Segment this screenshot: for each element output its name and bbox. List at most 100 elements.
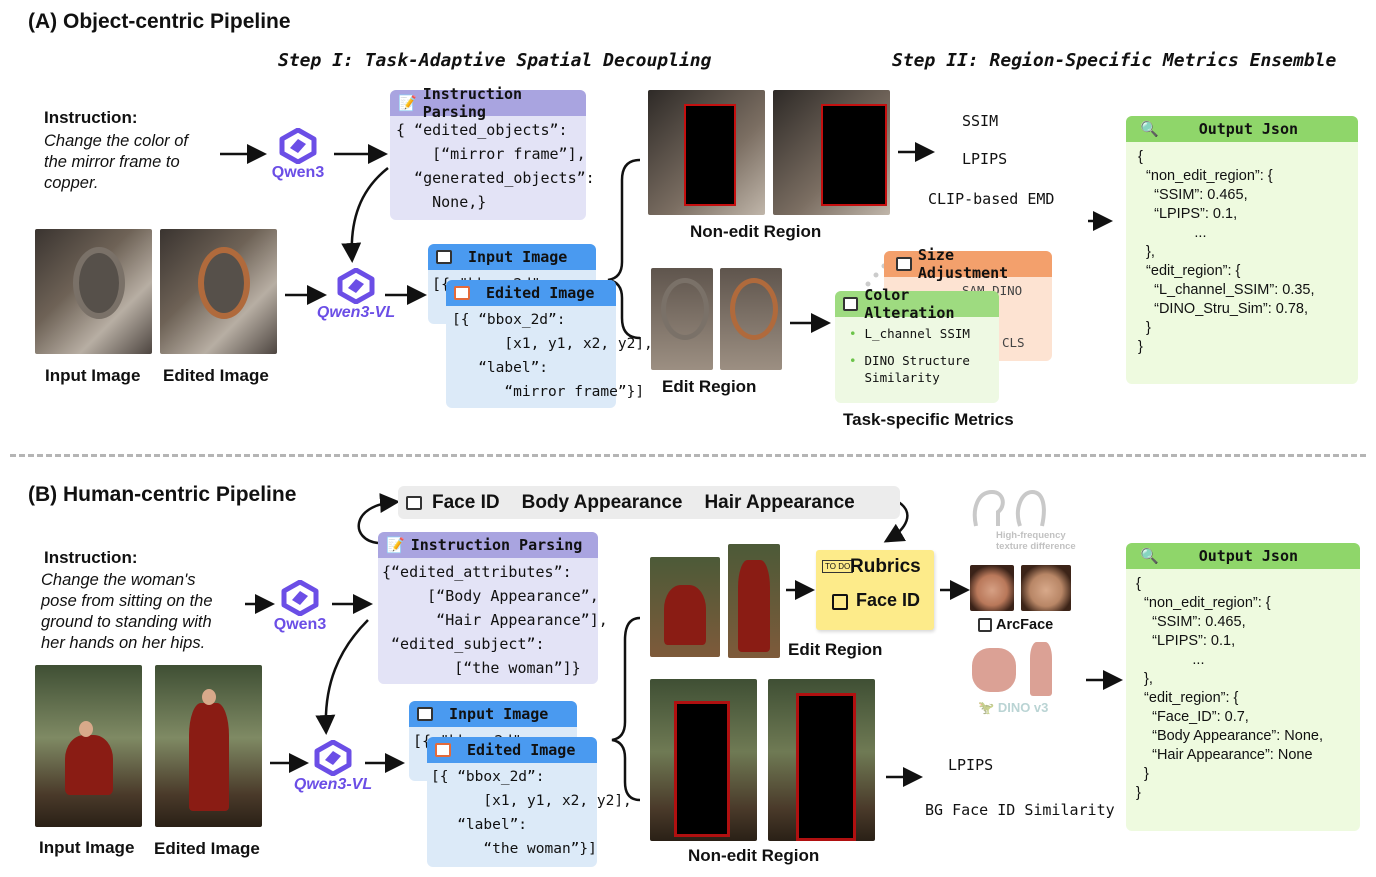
- input-card-title-a: Input Image: [468, 248, 568, 266]
- notepad-icon: 📝: [386, 536, 405, 554]
- size-card-line-2: CLS: [1002, 335, 1025, 350]
- edit-region-label-a: Edit Region: [662, 377, 757, 396]
- edited-image-label-a: Edited Image: [163, 366, 269, 385]
- task-metrics-label: Task-specific Metrics: [843, 410, 1014, 429]
- color-alteration-card: Color Alteration •L_channel SSIM •DINO S…: [835, 286, 999, 403]
- dino-label-group: 🦖 DINO v3: [978, 700, 1048, 716]
- non-edit-image-2-a: [773, 90, 890, 215]
- output-json-card-b: 🔍 Output Json { “non_edit_region”: { “SS…: [1126, 543, 1360, 831]
- dino-icon: 🦖: [978, 700, 995, 715]
- todo-icon: TO DO: [822, 560, 854, 573]
- magnifier-icon: 🔍: [1140, 547, 1159, 565]
- output-json-text-b: { “non_edit_region”: { “SSIM”: 0.465, “L…: [1136, 576, 1323, 801]
- edit-crop-1-a: [651, 268, 713, 370]
- instruction-heading-b: Instruction:: [44, 548, 138, 567]
- magnifier-icon: 🔍: [1140, 120, 1159, 138]
- parsing-title-b: Instruction Parsing: [410, 536, 583, 554]
- metric-lpips-b: LPIPS: [948, 756, 994, 774]
- size-card-title: Size Adjustment: [917, 246, 1009, 282]
- color-card-items: •L_channel SSIM •DINO Structure Similari…: [849, 326, 970, 385]
- color-card-title: Color Alteration: [864, 286, 955, 322]
- input-card-title-b: Input Image: [449, 705, 549, 723]
- image-icon: [436, 250, 452, 264]
- instruction-heading-a: Instruction:: [44, 108, 138, 127]
- output-json-card-a: 🔍 Output Json { “non_edit_region”: { “SS…: [1126, 116, 1358, 384]
- edited-image-card-a: Edited Image [{ “bbox_2d”: [x1, y1, x2, …: [446, 280, 653, 408]
- attr-face-id: Face ID: [432, 491, 500, 513]
- instruction-text-a: Change the color of the mirror frame to …: [44, 132, 189, 192]
- step1-title: Step I: Task-Adaptive Spatial Decoupling: [278, 50, 712, 71]
- input-image-label-b: Input Image: [39, 838, 135, 857]
- edited-image-a: [160, 229, 277, 354]
- face-crop-1: [970, 565, 1014, 611]
- arrow-parsing-to-qwenvl-b: [315, 619, 369, 735]
- non-edit-image-1-a: [648, 90, 765, 215]
- dino-group: 🦖 DINO v3: [970, 640, 1070, 716]
- rubrics-item: Face ID: [856, 590, 921, 610]
- qwen3-logo-b: Qwen3: [270, 580, 330, 634]
- arcface-label-group: ArcFace: [978, 617, 1053, 633]
- face-scan-icon: [978, 618, 992, 632]
- parsing-code-a: { “edited_objects”: [“mirror frame”], “g…: [396, 121, 595, 211]
- arcface-label: ArcFace: [996, 617, 1054, 633]
- edit-region-label-b: Edit Region: [788, 640, 883, 659]
- edited-image-b: [155, 665, 262, 827]
- arrow-parsing-to-bar-b: [357, 493, 400, 545]
- instruction-text-b: Change the woman's pose from sitting on …: [41, 571, 213, 652]
- instruction-parsing-card-b: 📝 Instruction Parsing {“edited_attribute…: [378, 532, 608, 684]
- attributes-bar: Face ID Body Appearance Hair Appearance: [398, 486, 900, 519]
- notepad-icon: 📝: [398, 94, 417, 112]
- rubrics-note: TO DO Rubrics Face ID: [816, 550, 934, 630]
- head-silhouette-icon: [972, 489, 1046, 527]
- edited-image-card-b: Edited Image [{ “bbox_2d”: [x1, y1, x2, …: [427, 737, 632, 867]
- non-edit-region-label-b: Non-edit Region: [688, 846, 820, 865]
- section-b-title: (B) Human-centric Pipeline: [28, 483, 297, 506]
- image-icon: [435, 743, 451, 757]
- qwen3vl-logo-a: Qwen3-VL: [316, 268, 396, 322]
- qwen-icon: [337, 268, 375, 304]
- face-crop-2: [1021, 565, 1071, 611]
- rubrics-title: Rubrics: [850, 556, 921, 577]
- edited-card-title-a: Edited Image: [486, 284, 595, 302]
- edit-crop-2-a: [720, 268, 782, 370]
- edited-card-code-b: [{ “bbox_2d”: [x1, y1, x2, y2], “label”:…: [431, 769, 632, 857]
- qwen-icon: [314, 740, 352, 776]
- non-edit-image-1-b: [650, 679, 757, 841]
- metric-lpips-a: LPIPS: [962, 150, 1008, 168]
- edit-crop-1-b: [650, 557, 720, 657]
- edit-crop-2-b: [728, 544, 780, 658]
- parsing-title-a: Instruction Parsing: [422, 85, 523, 121]
- metric-ssim-a: SSIM: [962, 112, 999, 130]
- parsing-code-b: {“edited_attributes”: [“Body Appearance”…: [382, 563, 608, 677]
- step2-title: Step II: Region-Specific Metrics Ensembl…: [892, 50, 1337, 71]
- edited-card-code-a: [{ “bbox_2d”: [x1, y1, x2, y2], “label”:…: [452, 312, 653, 400]
- arrow-parsing-to-qwenvl-a: [341, 167, 389, 263]
- output-json-text-a: { “non_edit_region”: { “SSIM”: 0.465, “L…: [1138, 149, 1315, 355]
- palette-icon: [843, 297, 859, 311]
- input-image-b: [35, 665, 142, 827]
- edited-image-label-b: Edited Image: [154, 839, 260, 858]
- output-title-b: Output Json: [1198, 547, 1299, 565]
- dino-label: DINO v3: [997, 700, 1049, 715]
- edited-card-title-b: Edited Image: [467, 741, 576, 759]
- input-image-a: [35, 229, 152, 354]
- image-icon: [454, 286, 470, 300]
- attr-body-appearance: Body Appearance: [521, 491, 683, 513]
- qwen3vl-logo-b: Qwen3-VL: [288, 740, 378, 794]
- metric-clip-emd-a: CLIP-based EMD: [928, 190, 1055, 208]
- non-edit-region-label-a: Non-edit Region: [690, 222, 822, 241]
- metric-bg-face-id-b: BG Face ID Similarity: [925, 801, 1115, 819]
- qwen-icon: [281, 580, 319, 616]
- attr-hair-appearance: Hair Appearance: [704, 491, 855, 513]
- input-image-label-a: Input Image: [45, 366, 141, 385]
- instruction-parsing-card-a: 📝 Instruction Parsing { “edited_objects”…: [390, 85, 595, 220]
- non-edit-image-2-b: [768, 679, 875, 841]
- ruler-icon: [406, 495, 422, 510]
- brace-b: [611, 616, 641, 802]
- qwen3-logo-a: Qwen3: [268, 128, 328, 182]
- output-title-a: Output Json: [1198, 120, 1299, 138]
- image-icon: [417, 707, 433, 721]
- section-divider: [10, 454, 1366, 457]
